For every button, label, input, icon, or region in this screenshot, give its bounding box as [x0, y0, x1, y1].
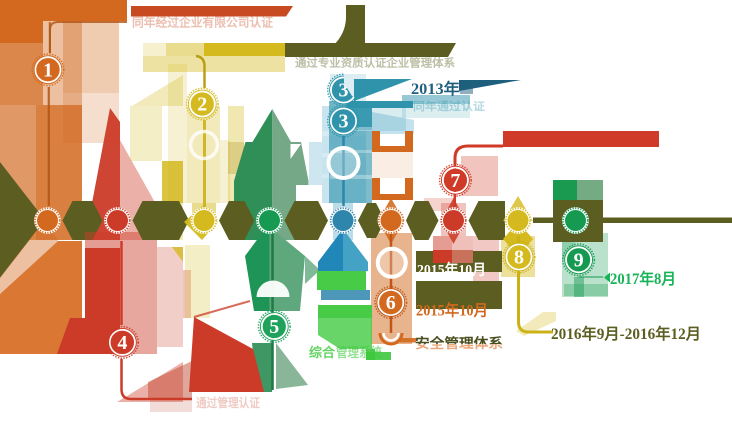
- svg-text:3: 3: [339, 80, 349, 102]
- svg-text:2013年: 2013年: [411, 79, 461, 98]
- svg-text:6: 6: [386, 292, 396, 314]
- svg-text:7: 7: [450, 170, 460, 192]
- svg-text:综合: 综合: [309, 345, 336, 360]
- svg-text:5: 5: [269, 316, 279, 338]
- svg-text:2015年10月: 2015年10月: [416, 301, 488, 320]
- svg-text:8: 8: [514, 247, 524, 269]
- svg-text:2015年10月: 2015年10月: [417, 261, 486, 279]
- svg-text:9: 9: [574, 249, 584, 271]
- svg-text:2016年9月-2016年12月: 2016年9月-2016年12月: [551, 324, 701, 343]
- svg-text:同年通过认证: 同年通过认证: [413, 99, 485, 113]
- svg-text:2: 2: [197, 94, 207, 116]
- svg-text:安全管理体系: 安全管理体系: [415, 335, 504, 351]
- svg-text:同年经过企业有限公司认证: 同年经过企业有限公司认证: [132, 15, 273, 30]
- svg-text:2017年8月: 2017年8月: [610, 269, 676, 288]
- svg-text:通过管理认证: 通过管理认证: [196, 395, 260, 410]
- svg-text:安全管理体系: 安全管理体系: [415, 335, 504, 351]
- svg-text:管理系统: 管理系统: [336, 345, 382, 360]
- svg-text:4: 4: [117, 332, 127, 354]
- svg-text:通过专业资质认证企业管理体系: 通过专业资质认证企业管理体系: [295, 56, 455, 70]
- svg-text:1: 1: [43, 59, 53, 81]
- svg-text:3: 3: [339, 111, 349, 133]
